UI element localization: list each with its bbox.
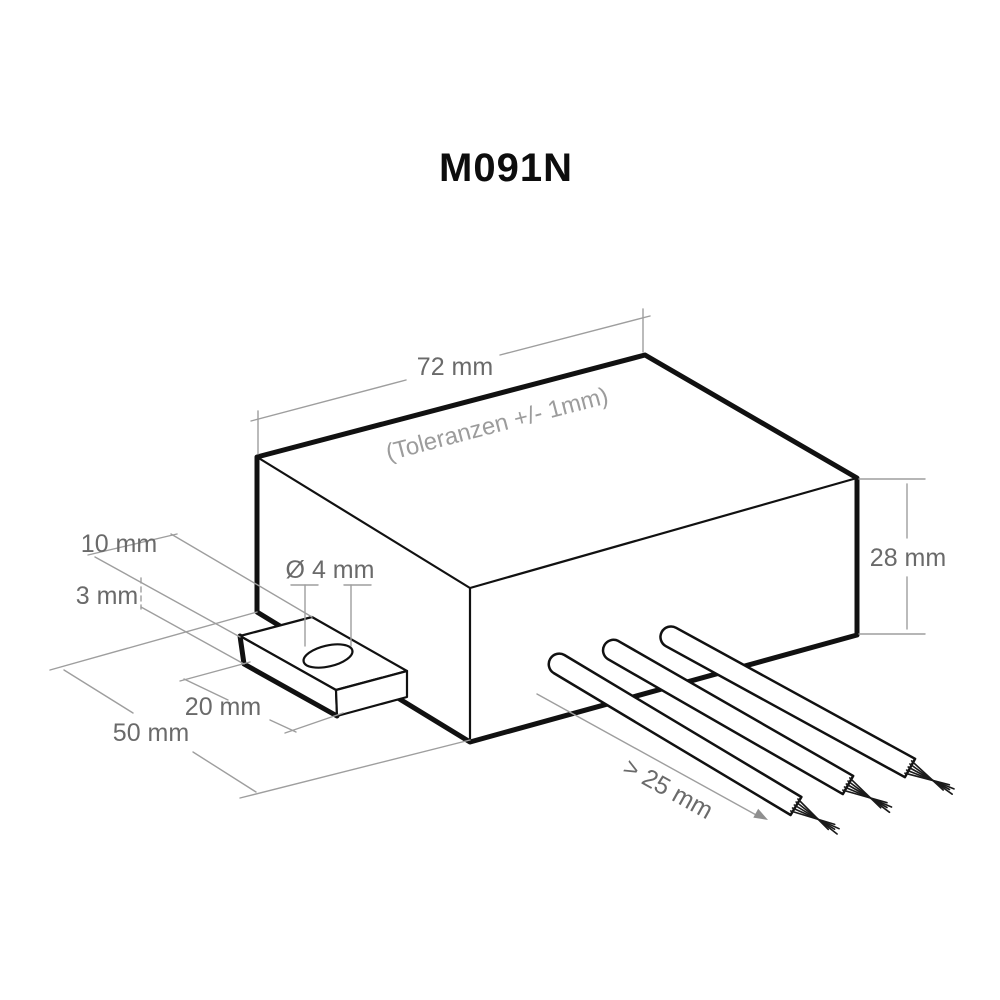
dim-label-width: 72 mm — [417, 353, 493, 381]
dim-wire-length-lines — [536, 693, 759, 817]
dim-hole-lines — [290, 584, 372, 647]
dim-depth-lines — [49, 611, 471, 799]
wires — [547, 625, 955, 835]
wire-strand — [797, 798, 830, 831]
dim-label-tab-length: 20 mm — [185, 693, 261, 721]
dimension-lines — [49, 308, 926, 817]
dim-height-lines — [858, 478, 926, 635]
dim-label-tab-offset: 10 mm — [81, 530, 157, 558]
box-inner-edges — [255, 455, 859, 744]
wire-2-sheath — [601, 638, 855, 796]
dim-label-height: 28 mm — [870, 544, 946, 572]
wire-length-arrowhead — [753, 808, 768, 820]
page-title: M091N — [439, 146, 573, 190]
dim-width-lines — [250, 308, 651, 455]
dim-tab-length-lines — [179, 661, 344, 734]
wire-strands — [789, 760, 955, 835]
wire-1-sheath — [547, 652, 803, 817]
dim-label-tab-thickness: 3 mm — [76, 582, 139, 610]
wire-strand — [910, 760, 945, 791]
dim-label-hole-diameter: Ø 4 mm — [286, 556, 375, 584]
tab-hole — [302, 643, 354, 669]
tab-right-face — [334, 669, 409, 718]
wire-3-sheath — [659, 625, 917, 779]
dim-label-depth: 50 mm — [113, 719, 189, 747]
dim-tab-thickness-lines — [140, 577, 245, 665]
wire-strand — [848, 777, 882, 809]
